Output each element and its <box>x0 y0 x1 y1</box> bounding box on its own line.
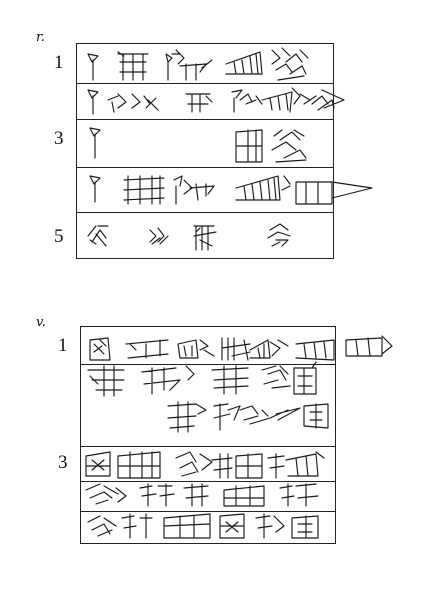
obverse-rule-2 <box>76 119 334 120</box>
reverse-frame <box>80 326 336 544</box>
obverse-side-label: r. <box>36 30 45 45</box>
obverse-line-4-signs <box>89 175 373 205</box>
obverse-frame <box>76 43 334 259</box>
obverse-line-number-3: 3 <box>54 128 64 149</box>
obverse-rule-3 <box>76 167 334 168</box>
obverse-line-1-signs <box>87 47 309 81</box>
reverse-rule-4 <box>80 511 336 512</box>
reverse-line-5-signs <box>87 513 319 539</box>
reverse-line-4-signs <box>85 483 319 507</box>
reverse-rule-2 <box>80 446 336 447</box>
obverse-rule-1 <box>76 83 334 84</box>
obverse-line-3-signs <box>89 127 307 163</box>
obverse-rule-4 <box>76 212 334 213</box>
obverse-line-number-1: 1 <box>54 52 64 73</box>
reverse-line-3-signs <box>85 451 325 479</box>
reverse-side-label: v. <box>36 315 46 330</box>
reverse-line-1-signs <box>89 335 393 361</box>
reverse-rule-3 <box>80 481 336 482</box>
obverse-line-2-signs <box>87 87 345 115</box>
obverse-line-5-signs <box>87 223 291 251</box>
reverse-line-2-signs <box>87 361 329 433</box>
reverse-line-number-3: 3 <box>58 452 68 473</box>
reverse-rule-1 <box>80 364 336 365</box>
obverse-line-number-5: 5 <box>54 226 64 247</box>
reverse-line-number-1: 1 <box>58 335 68 356</box>
